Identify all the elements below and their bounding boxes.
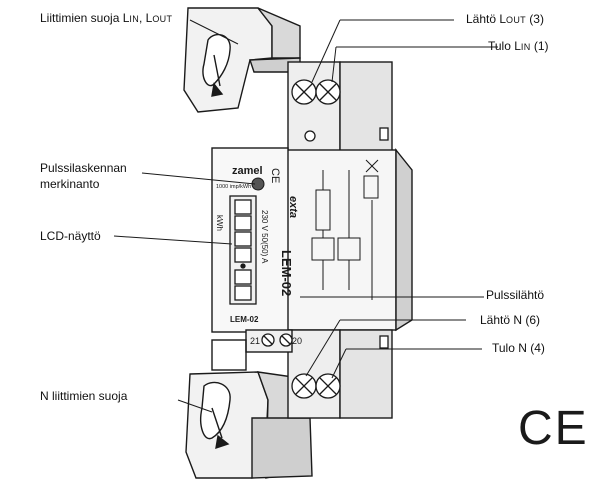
label-input-lin-prefix: Tulo L bbox=[488, 39, 521, 53]
ce-small: CE bbox=[269, 168, 281, 183]
label-output-lout: Lähtö LOUT (3) bbox=[466, 11, 544, 28]
label-output-lout-sub: OUT bbox=[506, 15, 526, 25]
terminal-21: 21 bbox=[250, 336, 260, 346]
label-input-lin: Tulo LIN (1) bbox=[488, 38, 549, 55]
model-front: LEM-02 bbox=[230, 315, 259, 324]
label-pulse-output: Pulssilähtö bbox=[486, 288, 545, 302]
screw-lout-3 bbox=[315, 79, 341, 105]
model-vertical: LEM-02 bbox=[279, 250, 294, 296]
brand-logo: zamel bbox=[232, 165, 263, 177]
screw-lin-1 bbox=[291, 79, 317, 105]
label-input-lin-sub: IN bbox=[520, 42, 531, 52]
lcd-display bbox=[229, 195, 257, 305]
screw-21 bbox=[261, 333, 275, 347]
label-pulse-counter-line2: merkinanto bbox=[40, 177, 100, 191]
wiring-diagram bbox=[311, 159, 379, 300]
unit-kwh: kWh bbox=[215, 215, 224, 231]
label-terminal-cover-prefix: Liittimien suoja L bbox=[40, 11, 130, 25]
label-input-n: Tulo N (4) bbox=[492, 341, 545, 355]
label-output-lout-prefix: Lähtö L bbox=[466, 12, 507, 26]
label-lcd-display: LCD-näyttö bbox=[40, 229, 101, 243]
screw-20 bbox=[279, 333, 293, 347]
imp-rate-text: 1000 imp/kWh bbox=[216, 184, 251, 190]
screw-n-6 bbox=[291, 373, 317, 399]
label-terminal-cover-sub2: OUT bbox=[152, 14, 173, 24]
ce-mark: CE bbox=[518, 402, 589, 455]
label-terminal-cover-sub1: IN bbox=[129, 14, 139, 24]
terminal-screws bbox=[261, 79, 389, 399]
label-n-terminal-cover: N liittimien suoja bbox=[40, 389, 128, 403]
label-input-lin-suffix: (1) bbox=[530, 39, 549, 53]
leader-lines bbox=[113, 19, 498, 413]
label-output-n: Lähtö N (6) bbox=[480, 313, 541, 327]
exta-logo: exta bbox=[287, 196, 299, 218]
label-terminal-cover: Liittimien suoja LIN, LOUT bbox=[40, 10, 172, 27]
label-pulse-counter: Pulssilaskennan merkinanto bbox=[40, 160, 127, 192]
label-terminal-cover-mid: , L bbox=[139, 11, 153, 25]
screw-n-4 bbox=[315, 373, 341, 399]
top-terminal-cover bbox=[183, 7, 301, 113]
label-output-lout-suffix: (3) bbox=[525, 12, 544, 26]
rating-text: 230 V 50(50) A bbox=[260, 210, 269, 264]
terminal-20: 20 bbox=[292, 336, 302, 346]
lcd-digits bbox=[234, 199, 252, 301]
device-texts: zamel 1000 imp/kWh kWh 230 V 50(50) A LE… bbox=[215, 165, 302, 346]
label-pulse-counter-line1: Pulssilaskennan bbox=[40, 161, 127, 175]
